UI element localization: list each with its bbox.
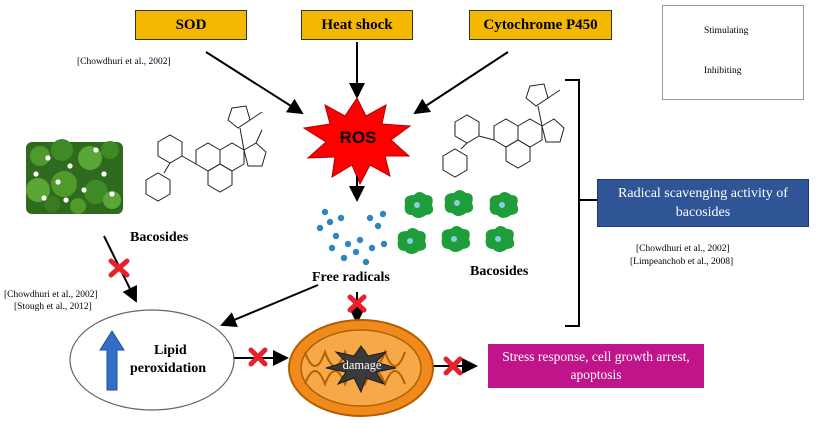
radical-scavenging-box: Radical scavenging activity of bacosides: [597, 179, 809, 227]
ref-right-2: [Limpeanchob et al., 2008]: [630, 257, 734, 267]
mitochondrion-icon: [288, 319, 434, 417]
bacoside-molecule-right: [442, 83, 565, 178]
ref-left-1: [Chowdhuri et al., 2002]: [4, 290, 98, 300]
stress-response-box: Stress response, cell growth arrest, apo…: [488, 344, 704, 388]
bacoside-molecule-left: [145, 105, 267, 202]
heat-shock-box: Heat shock: [301, 10, 413, 40]
legend-stimulating-label: Stimulating: [704, 26, 749, 36]
lipid-label-line1: Lipid: [154, 343, 187, 358]
bacosides-right-label: Bacosides: [470, 264, 529, 279]
bacopa-plant-image: [26, 139, 123, 214]
free-radicals-cluster: [316, 208, 388, 266]
increase-arrow-icon: [99, 330, 125, 391]
bracket: [565, 79, 580, 327]
ref-left-2: [Stough et al., 2012]: [14, 302, 92, 312]
arrow-sod-ros: [205, 51, 304, 115]
arrow-cyp450-ros: [413, 51, 509, 115]
ref-right-1: [Chowdhuri et al., 2002]: [636, 244, 730, 254]
legend-inhibiting-label: Inhibiting: [704, 66, 742, 76]
lipid-ellipse: [69, 309, 235, 411]
arrow-freeradicals-lipid: [220, 284, 319, 327]
bacoside-scavengers: [397, 190, 519, 254]
sod-box: SOD: [135, 10, 247, 40]
free-radicals-label: Free radicals: [312, 270, 390, 285]
ref-top-left: [Chowdhuri et al., 2002]: [77, 57, 171, 67]
damage-label: damage: [342, 358, 382, 372]
bacosides-left-label: Bacosides: [130, 230, 189, 245]
lipid-label-line2: peroxidation: [130, 361, 206, 376]
ros-label: ROS: [339, 128, 377, 147]
legend-box: [662, 5, 804, 100]
cyp450-box: Cytochrome P450: [469, 10, 612, 40]
inhibit-x-plant: [108, 258, 130, 278]
ros-burst: [302, 97, 412, 186]
inhibit-x-lipid: [248, 347, 268, 367]
inhibit-x-freeradicals: [347, 294, 367, 313]
inhibit-x-mito: [443, 356, 463, 376]
